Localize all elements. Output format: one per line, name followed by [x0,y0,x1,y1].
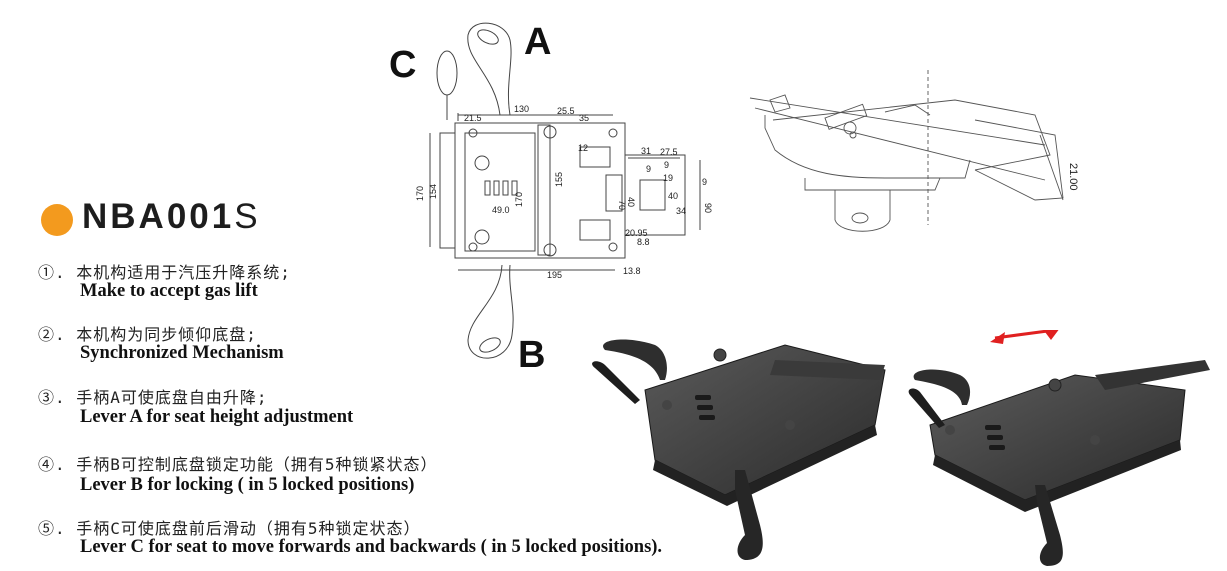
dim-49: 49.0 [492,205,510,215]
feature-5-cn: ⑤. 手柄C可使底盘前后滑动（拥有5种锁定状态） [38,519,421,538]
side-dim-21: 21.00 [1067,163,1079,191]
dim-19: 19 [663,173,673,183]
feature-3-en: Lever A for seat height adjustment [80,407,354,427]
lever-b-label: B [518,334,546,376]
side-view-drawing: 21.00 [749,70,1079,232]
mechanism-photo-left [592,339,886,560]
dim-27-5: 27.5 [660,147,678,157]
dim-130: 130 [514,104,529,114]
dim-35: 35 [579,113,589,123]
feature-2-en: Synchronized Mechanism [80,343,284,363]
feature-4-cn: ④. 手柄B可控制底盘锁定功能（拥有5种锁紧状态） [38,455,438,474]
dim-9c: 9 [702,177,707,187]
dim-154: 154 [428,184,438,199]
title-bullet-icon [41,204,73,236]
dim-40b: 40 [626,197,636,207]
model-suffix: S [234,197,261,236]
feature-1-en: Make to accept gas lift [80,281,258,301]
dim-9b: 9 [646,164,651,174]
model-title: NBA001S [82,197,261,237]
dim-40a: 40 [668,191,678,201]
dim-20-95: 20.95 [625,228,648,238]
dim-25-5: 25.5 [557,106,575,116]
dim-155: 155 [554,172,564,187]
feature-4-en: Lever B for locking ( in 5 locked positi… [80,475,415,495]
dim-170a: 170 [415,186,425,201]
top-view-drawing: 130 21.5 25.5 35 12 31 27.5 9 9 19 40 34… [415,22,713,359]
dim-21-5: 21.5 [464,113,482,123]
dim-9a: 9 [664,160,669,170]
dim-31: 31 [641,146,651,156]
model-main: NBA001 [82,197,235,236]
mechanism-photo-right [908,330,1210,566]
dim-34: 34 [676,206,686,216]
feature-1-cn: ①. 本机构适用于汽压升降系统; [38,263,291,282]
lever-c-label: C [389,44,417,86]
lever-a-label: A [524,21,552,63]
feature-3-cn: ③. 手柄A可使底盘自由升降; [38,388,268,407]
dim-12: 12 [578,143,588,153]
feature-2-cn: ②. 本机构为同步倾仰底盘; [38,325,257,344]
feature-5-en: Lever C for seat to move forwards and ba… [80,537,663,557]
dim-90: 90 [703,203,713,213]
dim-195: 195 [547,270,562,280]
dim-8-8: 8.8 [637,237,650,247]
dim-170b: 170 [514,192,524,207]
dim-70: 70 [617,200,627,210]
dim-13-8: 13.8 [623,266,641,276]
